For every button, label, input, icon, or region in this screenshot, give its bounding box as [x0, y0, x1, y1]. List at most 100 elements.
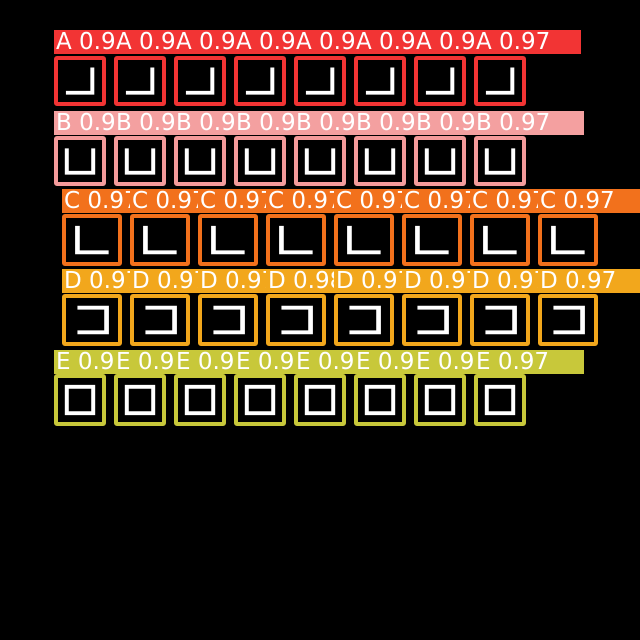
l-corner-icon: [483, 225, 517, 255]
bracket-icon: [425, 67, 455, 95]
detection-box: [114, 374, 166, 426]
detection-label: C 0.97: [62, 188, 139, 214]
detection-box: [198, 294, 258, 346]
detection-label: A 0.97: [354, 29, 431, 55]
detection-label: B 0.97: [294, 110, 371, 136]
detection-label: E 0.97: [354, 349, 430, 375]
detection-label: C 0.97: [334, 188, 411, 214]
cup-icon: [124, 148, 156, 175]
detection-box: [538, 294, 598, 346]
detection-box: [402, 214, 462, 266]
cup-icon: [424, 148, 456, 175]
detection-box: [54, 56, 106, 106]
detection-label: B 0.97: [174, 110, 251, 136]
detection-box: [354, 56, 406, 106]
detection-label: D 0.97: [538, 269, 640, 293]
detection-box: [130, 294, 190, 346]
bracket-right-icon: [485, 305, 517, 335]
bracket-icon: [185, 67, 215, 95]
detection-label: C 0.97: [402, 188, 479, 214]
bracket-icon: [365, 67, 395, 95]
square-icon: [184, 384, 216, 416]
bracket-icon: [305, 67, 335, 95]
detection-box: [54, 136, 106, 186]
detection-box: [402, 294, 462, 346]
square-icon: [124, 384, 156, 416]
detection-label: B 0.97: [234, 110, 311, 136]
cup-icon: [184, 148, 216, 175]
detection-label: D 0.97: [62, 268, 141, 294]
square-icon: [304, 384, 336, 416]
detection-label: A 0.97: [474, 30, 581, 54]
bracket-right-icon: [213, 305, 245, 335]
detection-label: D 0.98: [266, 268, 345, 294]
detection-box: [414, 136, 466, 186]
detection-box: [130, 214, 190, 266]
bracket-right-icon: [349, 305, 381, 335]
bracket-right-icon: [417, 305, 449, 335]
detection-box: [234, 56, 286, 106]
detection-box: [198, 214, 258, 266]
l-corner-icon: [551, 225, 585, 255]
detection-box: [234, 136, 286, 186]
detection-label: B 0.97: [114, 110, 191, 136]
detection-box: [62, 214, 122, 266]
detection-label: E 0.97: [54, 349, 130, 375]
detection-label: B 0.97: [54, 110, 131, 136]
l-corner-icon: [143, 225, 177, 255]
detection-box: [474, 374, 526, 426]
detection-box: [266, 294, 326, 346]
detection-label: A 0.97: [414, 29, 491, 55]
detection-label: E 0.97: [234, 349, 310, 375]
detection-label: E 0.97: [414, 349, 490, 375]
detection-box: [294, 136, 346, 186]
detection-box: [266, 214, 326, 266]
square-icon: [64, 384, 96, 416]
detection-label: C 0.97: [130, 188, 207, 214]
l-corner-icon: [415, 225, 449, 255]
detection-label: C 0.97: [266, 188, 343, 214]
l-corner-icon: [279, 225, 313, 255]
square-icon: [424, 384, 456, 416]
cup-icon: [364, 148, 396, 175]
detection-label: E 0.97: [474, 350, 584, 374]
l-corner-icon: [347, 225, 381, 255]
detection-box: [538, 214, 598, 266]
detection-label: E 0.97: [174, 349, 250, 375]
bracket-right-icon: [77, 305, 109, 335]
detection-box: [114, 56, 166, 106]
detection-label: D 0.97: [402, 268, 481, 294]
detection-box: [114, 136, 166, 186]
detection-label: A 0.97: [114, 29, 191, 55]
l-corner-icon: [75, 225, 109, 255]
detection-label: C 0.97: [198, 188, 275, 214]
detection-box: [474, 56, 526, 106]
bracket-icon: [125, 67, 155, 95]
detection-box: [54, 374, 106, 426]
detection-box: [234, 374, 286, 426]
detection-box: [474, 136, 526, 186]
detection-box: [294, 374, 346, 426]
detection-box: [334, 214, 394, 266]
detection-label: E 0.97: [114, 349, 190, 375]
bracket-right-icon: [145, 305, 177, 335]
bracket-icon: [65, 67, 95, 95]
detection-label: A 0.97: [54, 29, 131, 55]
detection-box: [294, 56, 346, 106]
detection-box: [414, 374, 466, 426]
square-icon: [364, 384, 396, 416]
cup-icon: [304, 148, 336, 175]
square-icon: [484, 384, 516, 416]
detection-box: [354, 374, 406, 426]
detection-label: E 0.97: [294, 349, 370, 375]
detection-label: A 0.97: [234, 29, 311, 55]
detection-box: [62, 294, 122, 346]
square-icon: [244, 384, 276, 416]
bracket-icon: [245, 67, 275, 95]
detection-box: [470, 214, 530, 266]
detection-box: [354, 136, 406, 186]
detection-label: C 0.97: [538, 189, 640, 213]
detection-box: [174, 56, 226, 106]
l-corner-icon: [211, 225, 245, 255]
